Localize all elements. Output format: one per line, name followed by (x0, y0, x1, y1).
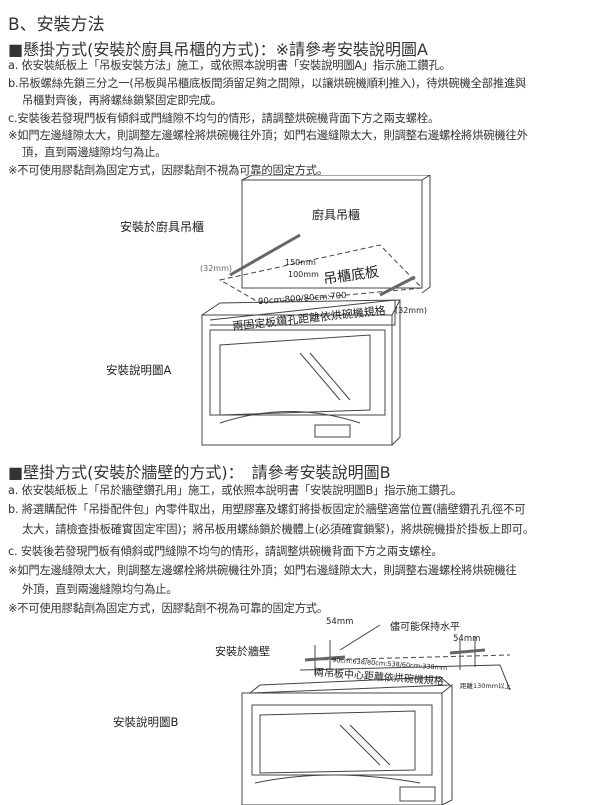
diagram-a-dim-100: 100mm (288, 270, 319, 279)
section-b-line: a. 依安裝紙板上「吊於牆壁鑽孔用」施工，或依照本說明書「安裝說明圖B」指示施工… (8, 484, 462, 497)
section-b-line: c. 安裝後若發現門板有傾斜或門縫隙不均勻的情形，請調整烘碗機背面下方之兩支螺栓… (8, 545, 443, 558)
diagram-b-dim-side: 距離130mm以上 (460, 682, 512, 690)
diagram-b-caption: 安裝說明圖B (113, 715, 179, 729)
section-a-line: a. 依安裝紙板上「吊板安裝方法」施工，或依照本說明書「安裝說明圖A」指示施工鑽… (8, 59, 451, 72)
section-b-heading: ■壁掛方式(安裝於牆壁的方式)： 請參考安裝說明圖B (8, 463, 391, 482)
diagram-a (201, 175, 431, 446)
diagram-b (241, 624, 511, 805)
diagram-a-cabinet-label: 廚具吊櫃 (312, 208, 361, 222)
section-a-heading: ■懸掛方式(安裝於廚具吊櫃的方式)：※請參考安裝說明圖A (8, 40, 428, 59)
section-a-line: b.吊板螺絲先鎖三分之一(吊板與吊櫃底板間須留足夠之間隙，以讓烘碗機順利推入)，… (8, 77, 527, 90)
section-b-line: 外頂，直到兩邊縫隙均勻為止。 (22, 583, 178, 596)
section-b-line: ※不可使用膠黏劑為固定方式，因膠黏劑不視為可靠的固定方式。 (8, 602, 328, 615)
diagram-b-dim-54-left: 54mm (326, 617, 354, 627)
section-a-line: c.安裝後若發現門板有傾斜或門縫隙不均勻的情形，請調整烘碗機背面下方之兩支螺栓。 (8, 112, 440, 125)
section-a-line: 頂，直到兩邊縫隙均勻為止。 (22, 146, 167, 159)
section-a-line: ※如門左邊縫隙太大，則調整左邊螺栓將烘碗機往外頂；如門右邊縫隙太大，則調整右邊螺… (8, 129, 528, 142)
diagram-a-caption: 安裝說明圖A (106, 363, 172, 377)
diagram-a-dim-150: 150mm (285, 258, 316, 267)
diagram-b-level-label: 儘可能保持水平 (390, 622, 460, 633)
diagram-b-dim-54-right: 54mm (453, 634, 481, 644)
section-a-line: 吊櫃對齊後，再將螺絲鎖緊固定即完成。 (22, 94, 222, 107)
diagram-a-install-label: 安裝於廚具吊櫃 (120, 220, 205, 234)
section-b-line: ※如門左邊縫隙太大，則調整左邊螺栓將烘碗機往外頂；如門右邊縫隙太大，則調整右邊螺… (8, 564, 517, 577)
section-title: B、安裝方法 (8, 15, 105, 35)
diagram-b-install-label: 安裝於牆壁 (215, 645, 270, 658)
section-b-line: 太大，請檢查掛板確實固定牢固)；將吊板用螺絲鎖於機體上(必須確實鎖緊)，將烘碗機… (22, 523, 534, 536)
section-a-line: ※不可使用膠黏劑為固定方式，因膠黏劑不視為可靠的固定方式。 (8, 164, 328, 177)
diagram-a-dim-32-right: (32mm) (395, 306, 428, 315)
diagram-a-dim-32-left: (32mm) (200, 264, 233, 273)
section-b-line: b. 將選購配件「吊掛配件包」內零件取出，用塑膠塞及螺釘將掛板固定於牆壁適當位置… (8, 503, 526, 516)
